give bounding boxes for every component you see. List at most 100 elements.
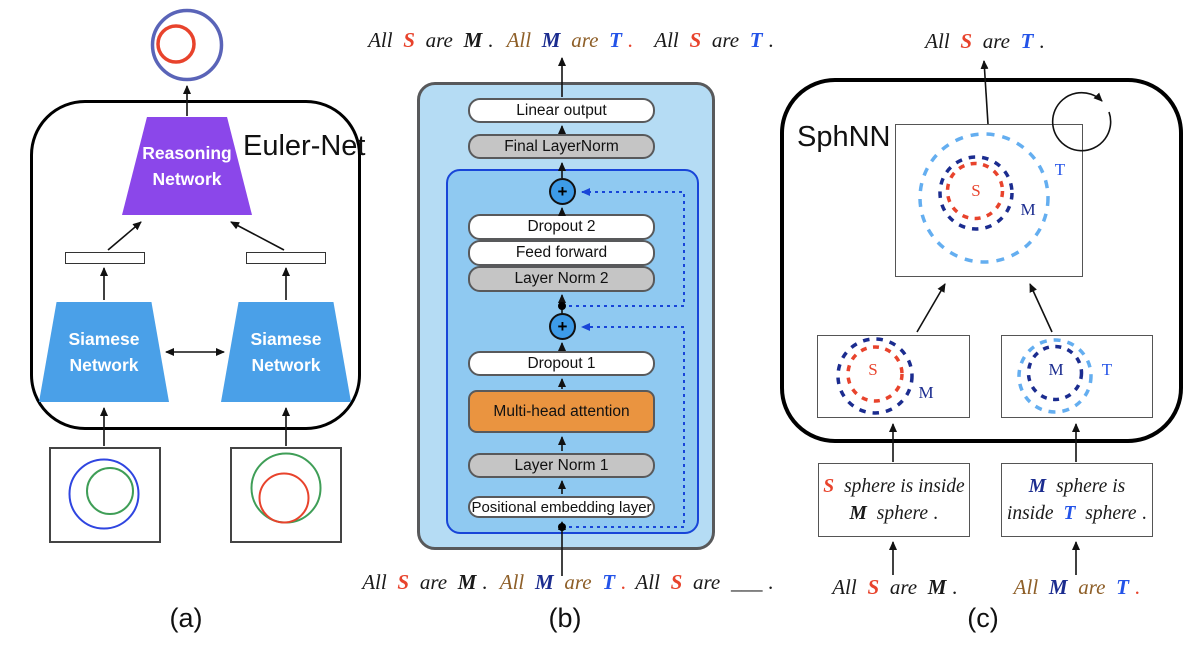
sphere-config-box-right [1001,335,1153,418]
word-token: . [768,570,774,594]
word-token: All [362,570,387,594]
siamese-right-label-line1: Siamese [250,329,322,349]
layer-norm-2: Layer Norm 2 [468,266,655,292]
word-token: T [1116,575,1130,599]
premise-statement-box-left: S sphere is inside M sphere . [818,463,970,537]
m-sphere-label: M [1048,360,1064,379]
layer-final-layernorm: Final LayerNorm [468,134,655,159]
word-token: are [693,570,721,594]
word-token: M [1028,476,1047,497]
embedding-vector-left [65,252,145,264]
sphnn-title: SphNN [797,121,891,153]
transformer-input-text: All S are M . All M are T . All S are __… [362,570,774,595]
word-token: All [654,28,679,52]
word-token: sphere [1085,503,1137,524]
word-token: M [534,570,554,594]
text-line: S sphere is inside [823,473,964,500]
input-image-right [230,447,342,543]
word-token: sphere is [1056,476,1126,497]
conclusion: All S are T . [654,28,774,53]
word-token: S [960,29,973,53]
premise-2: All M are T . [1014,575,1141,600]
layer-norm-1: Layer Norm 1 [468,453,655,478]
word-token: S [397,570,410,594]
word-token: are [1078,575,1106,599]
reasoning-network-label-line2: Network [152,169,222,189]
word-token: All [925,29,950,53]
word-token: are [425,28,453,52]
sphnn-premise-left-text: All S are M . [832,575,958,600]
word-token: . [1135,575,1141,599]
word-token: All [832,575,857,599]
euler-net-box [30,100,361,430]
layer-dropout1: Dropout 1 [468,351,655,376]
s-sphere-label: S [868,360,878,379]
word-token: . [1039,29,1045,53]
word-token: are [982,29,1010,53]
text-line: M sphere is [1029,473,1125,500]
word-token: sphere [876,503,929,524]
masked-conclusion: All S are ___ . [635,570,773,595]
text-line: inside T sphere . [1007,500,1147,527]
word-token: are [711,28,740,52]
word-token: M [849,503,867,524]
premise-1: All S are M . [362,570,488,595]
premise-2: All M are T . [507,28,634,53]
caption-a: (a) [169,603,203,633]
word-token: are [889,575,918,599]
word-token: . [488,28,494,52]
result-outer-circle [150,8,224,82]
m-sphere-label: M [1020,200,1036,219]
sphere-result-box [895,124,1083,277]
siamese-left-label-line2: Network [69,355,139,375]
word-token: are [571,28,599,52]
word-token: M [927,575,947,599]
word-token: . [768,28,774,52]
word-token: T [1063,503,1076,524]
layer-multi-head-attention: Multi-head attention [468,390,655,433]
word-token: inside [1006,503,1054,524]
word-token: T [749,28,763,52]
word-token: M [457,570,477,594]
caption-b: (b) [548,603,582,633]
word-token: . [621,570,627,594]
sphnn-box [780,78,1183,443]
word-token: All [499,570,525,594]
word-token: S [823,476,835,497]
euler-net-title: Euler-Net [243,130,366,162]
t-sphere-label: T [1054,160,1066,179]
caption-c: (c) [967,603,999,633]
siamese-right-label-line2: Network [251,355,321,375]
word-token: All [635,570,660,594]
transformer-output-text: All S are M . All M are T . All S are T … [368,28,774,53]
word-token: All [368,28,393,52]
word-token: T [1020,29,1034,53]
word-token: . [952,575,958,599]
sphnn-conclusion-text: All S are T . [925,29,1045,54]
residual-add-1: + [549,178,576,205]
word-token: ___ [730,570,763,594]
word-token: . [628,28,634,52]
word-token: . [933,503,939,524]
word-token: . [1142,503,1148,524]
sphere-config-box-left [817,335,970,418]
siamese-network-right: Siamese Network [221,302,351,402]
siamese-left-label-line1: Siamese [68,329,140,349]
layer-feed-forward: Feed forward [468,240,655,266]
reasoning-network-label-line1: Reasoning [142,143,232,163]
m-sphere-label: M [918,383,934,402]
s-sphere-label: S [971,181,981,200]
residual-add-2: + [549,313,576,340]
word-token: T [609,28,622,52]
word-token: are [564,570,592,594]
text-line: M sphere . [849,500,938,527]
conclusion: All S are T . [925,29,1045,54]
t-sphere-label: T [1101,360,1113,379]
input-image-left [49,447,161,543]
siamese-network-left: Siamese Network [39,302,169,402]
word-token: All [506,28,532,52]
premise-2: All M are T . [500,570,627,595]
word-token: M [1048,575,1068,599]
premise-1: All S are M . [368,28,494,53]
